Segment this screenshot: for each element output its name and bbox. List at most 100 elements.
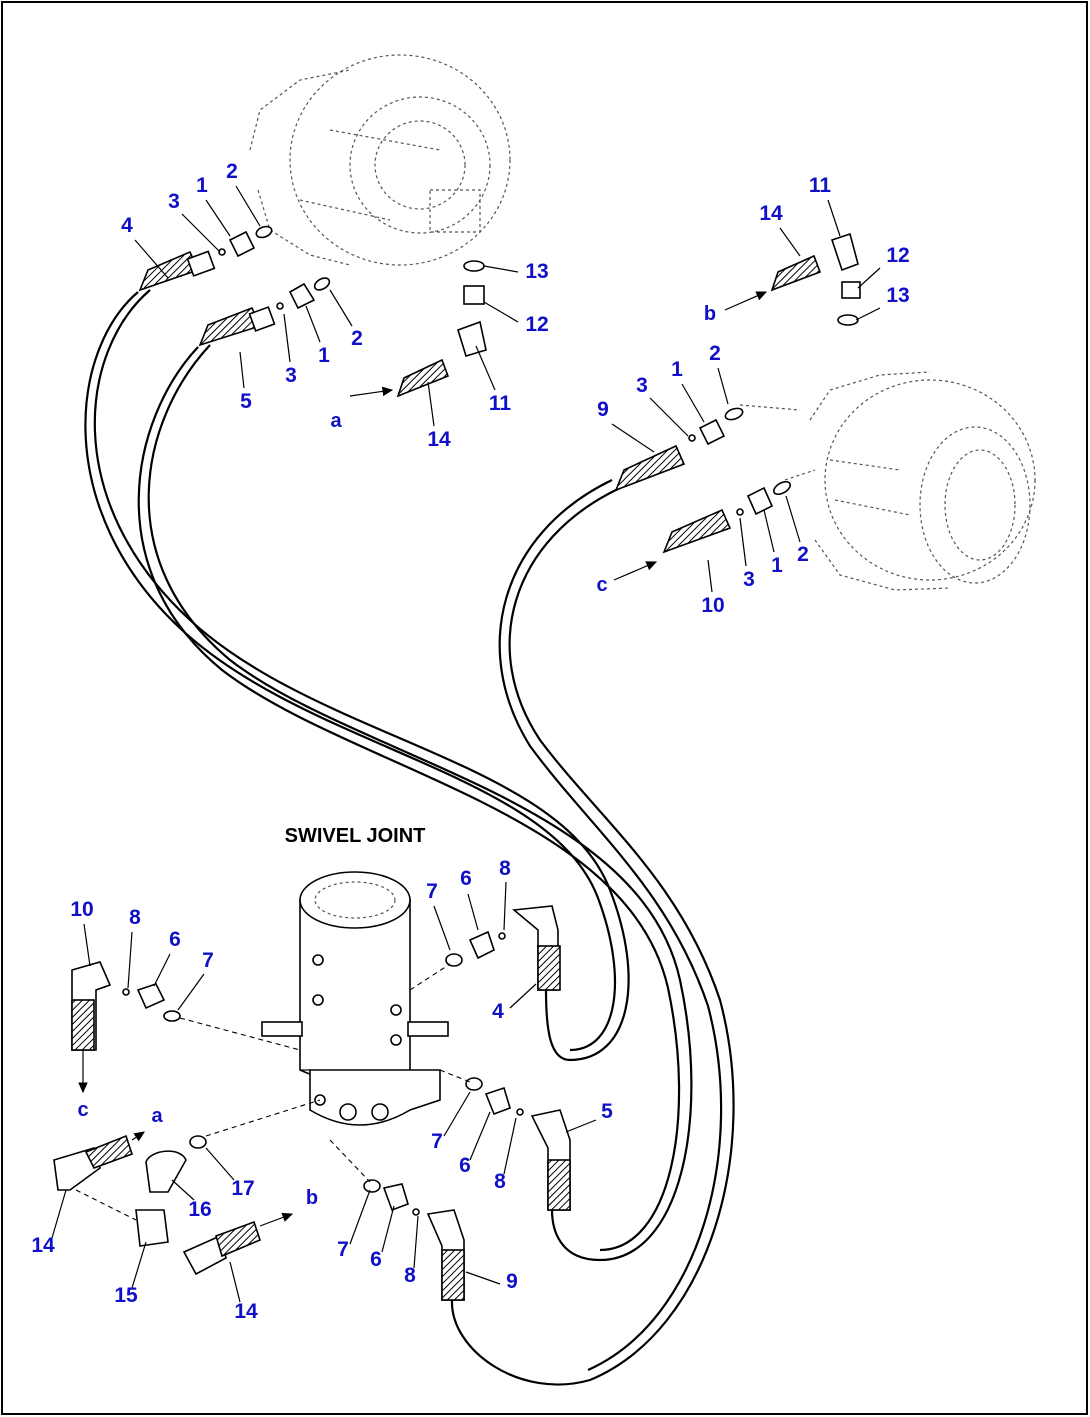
hose-5 xyxy=(147,344,693,1262)
leader-line-c-8-d xyxy=(413,1215,419,1269)
swivel-joint-body xyxy=(261,871,449,1126)
leader-line-c-11-a xyxy=(475,345,496,391)
connection-reference-letter: b xyxy=(704,303,716,325)
leader-line-c-1-d xyxy=(763,509,775,553)
hose-5-inner xyxy=(137,346,681,1252)
hose-4 xyxy=(93,289,630,1062)
part-number-callout: 1 xyxy=(671,358,683,381)
part-number-callout: 5 xyxy=(240,390,252,413)
leader-line-c-14-d xyxy=(229,1261,241,1303)
part-number-callout: 12 xyxy=(525,313,548,336)
part-number-callout: 2 xyxy=(709,342,721,365)
leader-line-c-10-b xyxy=(83,923,91,967)
part-number-callout: 14 xyxy=(234,1300,258,1323)
part-number-callout: 4 xyxy=(121,214,133,237)
fittings-right-motor xyxy=(613,404,816,581)
part-number-callout: 1 xyxy=(318,344,330,367)
left-travel-motor xyxy=(249,54,511,266)
leader-line-c-9-b xyxy=(465,1271,501,1285)
part-number-callout: 11 xyxy=(809,174,832,197)
leader-line-c-7-a xyxy=(177,973,205,1011)
leader-line-c-1-b xyxy=(305,305,321,343)
leader-line-c-4-a xyxy=(134,239,169,279)
leader-line-c-16 xyxy=(171,1179,195,1201)
part-number-callout: 13 xyxy=(886,284,909,307)
leader-line-c-6-a xyxy=(153,953,171,987)
part-number-callout: 8 xyxy=(129,906,141,929)
fittings-b-top xyxy=(724,232,861,326)
part-number-callout: 2 xyxy=(351,327,363,350)
part-number-callout: 15 xyxy=(114,1284,138,1307)
part-number-callout: 6 xyxy=(459,1154,471,1177)
part-number-callout: 7 xyxy=(202,949,214,972)
part-number-callout: 3 xyxy=(636,374,648,397)
leader-line-c-7-d xyxy=(349,1189,371,1245)
leader-line-c-8-a xyxy=(127,931,133,989)
leader-line-c-15 xyxy=(131,1241,147,1289)
part-number-callout: 9 xyxy=(506,1270,518,1293)
part-number-callout: 2 xyxy=(226,160,238,183)
leader-line-c-3-a xyxy=(181,213,221,253)
right-travel-motor xyxy=(809,371,1036,591)
leader-line-c-7-b xyxy=(433,905,451,951)
part-number-callout: 8 xyxy=(404,1264,416,1287)
leader-line-c-1-c xyxy=(681,383,705,423)
part-number-callout: 10 xyxy=(701,594,724,617)
part-number-callout: 6 xyxy=(460,867,472,890)
part-number-callout: 14 xyxy=(31,1234,55,1257)
part-number-callout: 10 xyxy=(70,898,93,921)
part-number-callout: 4 xyxy=(492,1000,504,1023)
part-number-callout: 16 xyxy=(188,1198,211,1221)
leader-line-c-17 xyxy=(205,1147,235,1181)
leader-line-c-8-c xyxy=(503,1117,517,1175)
leader-line-c-9-a xyxy=(611,423,655,453)
leader-line-c-3-d xyxy=(739,517,747,567)
part-number-callout: 5 xyxy=(601,1100,613,1123)
part-number-callout: 1 xyxy=(196,174,208,197)
swivel-fittings xyxy=(53,905,571,1301)
part-number-callout: 17 xyxy=(231,1177,254,1200)
leader-line-c-6-d xyxy=(381,1205,395,1253)
leader-line-c-12-b xyxy=(857,267,881,289)
part-number-callout: 3 xyxy=(168,190,180,213)
leader-line-c-2-b xyxy=(329,289,353,327)
leader-line-c-3-c xyxy=(649,397,689,437)
leader-line-c-6-c xyxy=(469,1111,491,1161)
leader-line-c-2-d xyxy=(785,495,801,543)
fittings-a-top xyxy=(349,260,487,398)
part-number-callout: 1 xyxy=(771,554,783,577)
part-number-callout: 7 xyxy=(337,1238,349,1261)
leader-line-c-13-a xyxy=(483,265,519,273)
leader-line-c-7-c xyxy=(443,1091,471,1137)
swivel-joint-title: SWIVEL JOINT xyxy=(285,825,426,847)
leader-line-c-8-b xyxy=(503,881,507,931)
leader-line-c-14-c xyxy=(51,1189,67,1239)
hose-4-inner xyxy=(84,291,617,1052)
connection-reference-letter: c xyxy=(77,1099,88,1121)
leader-line-c-12-a xyxy=(483,301,519,323)
part-number-callout: 2 xyxy=(797,543,809,566)
leader-line-c-1-a xyxy=(205,199,231,237)
leader-line-c-14-b xyxy=(779,227,801,257)
part-number-callout: 14 xyxy=(759,202,783,225)
leader-line-c-13-b xyxy=(855,307,881,321)
hose-9 xyxy=(450,487,735,1386)
part-number-callout: 8 xyxy=(494,1170,506,1193)
leader-line-c-2-c xyxy=(717,367,729,405)
part-number-callout: 14 xyxy=(427,428,451,451)
part-number-callout: 8 xyxy=(499,857,511,880)
fittings-top-left xyxy=(138,225,331,347)
leader-line-c-14-a xyxy=(427,381,435,427)
leader-line-c-4-b xyxy=(509,983,537,1009)
leader-line-c-11-b xyxy=(827,199,841,237)
part-number-callout: 12 xyxy=(886,244,909,267)
part-number-callout: 7 xyxy=(426,880,438,903)
hoses xyxy=(84,289,735,1386)
connection-reference-letter: b xyxy=(306,1187,318,1209)
leader-line-c-2-a xyxy=(235,185,261,227)
leader-line-c-10-a xyxy=(707,559,713,593)
